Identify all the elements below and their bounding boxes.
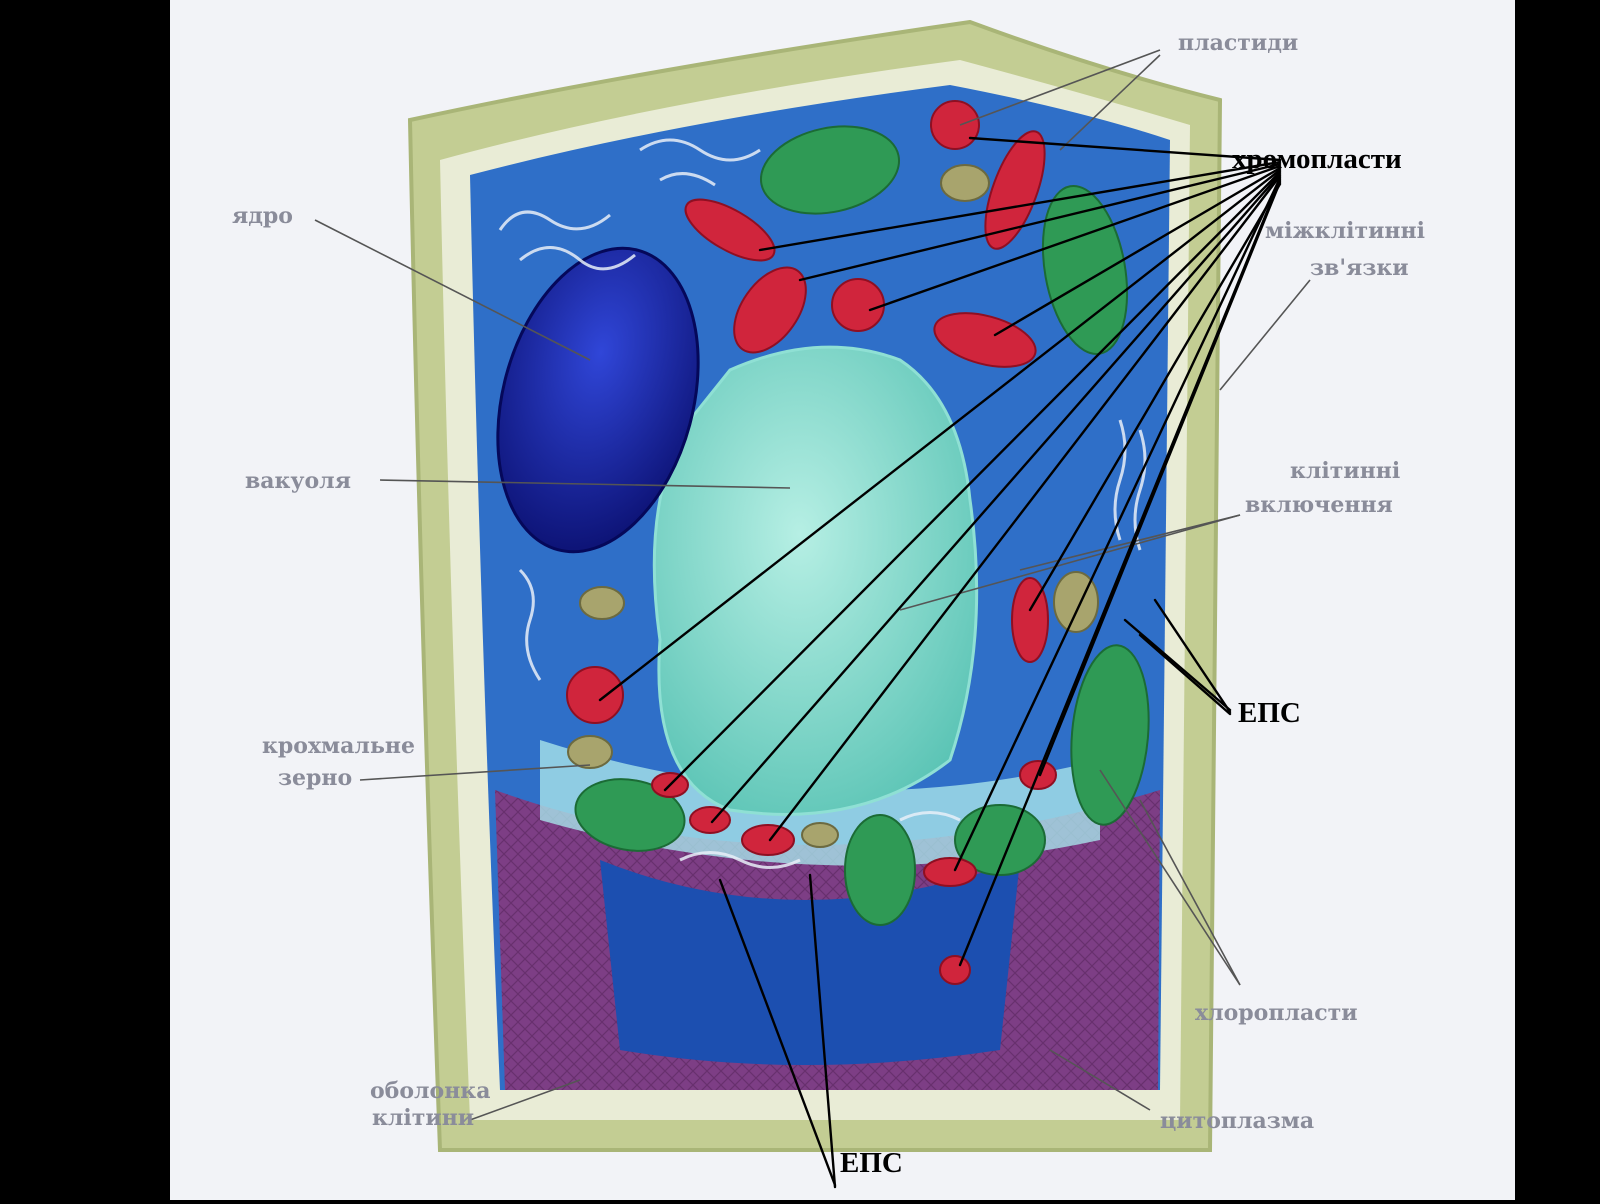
label-cell-wall-1: оболонка: [370, 1078, 490, 1104]
label-cell-wall-2: клітини: [372, 1105, 474, 1131]
label-vacuole: вакуоля: [245, 468, 351, 494]
label-starch-grain-2: зерно: [278, 765, 352, 791]
label-chromoplasts: хромопласти: [1232, 143, 1402, 175]
starch-grain: [568, 736, 612, 768]
vacuole: [654, 347, 976, 814]
label-chloroplasts: хлоропласти: [1195, 1000, 1358, 1026]
label-er-right: ЕПС: [1238, 697, 1301, 729]
chromoplast: [832, 279, 884, 331]
chloroplast: [845, 815, 915, 925]
label-intercellular-connections-1: міжклітинні: [1265, 218, 1425, 244]
chromoplast: [742, 825, 794, 855]
label-er-bottom: ЕПС: [840, 1147, 903, 1179]
label-plastids: пластиди: [1178, 30, 1298, 56]
chromoplast: [924, 858, 976, 886]
label-cytoplasm: цитоплазма: [1160, 1108, 1314, 1134]
chromoplast: [567, 667, 623, 723]
label-cell-inclusions-2: включення: [1245, 492, 1393, 518]
chromoplast: [931, 101, 979, 149]
starch-grain: [941, 165, 989, 201]
label-intercellular-connections-2: зв'язки: [1310, 255, 1409, 281]
chromoplast: [940, 956, 970, 984]
starch-grain: [580, 587, 624, 619]
label-nucleus: ядро: [232, 203, 293, 229]
chromoplast: [690, 807, 730, 833]
starch-grain: [802, 823, 838, 847]
label-starch-grain-1: крохмальне: [262, 733, 415, 759]
label-cell-inclusions-1: клітинні: [1290, 458, 1400, 484]
